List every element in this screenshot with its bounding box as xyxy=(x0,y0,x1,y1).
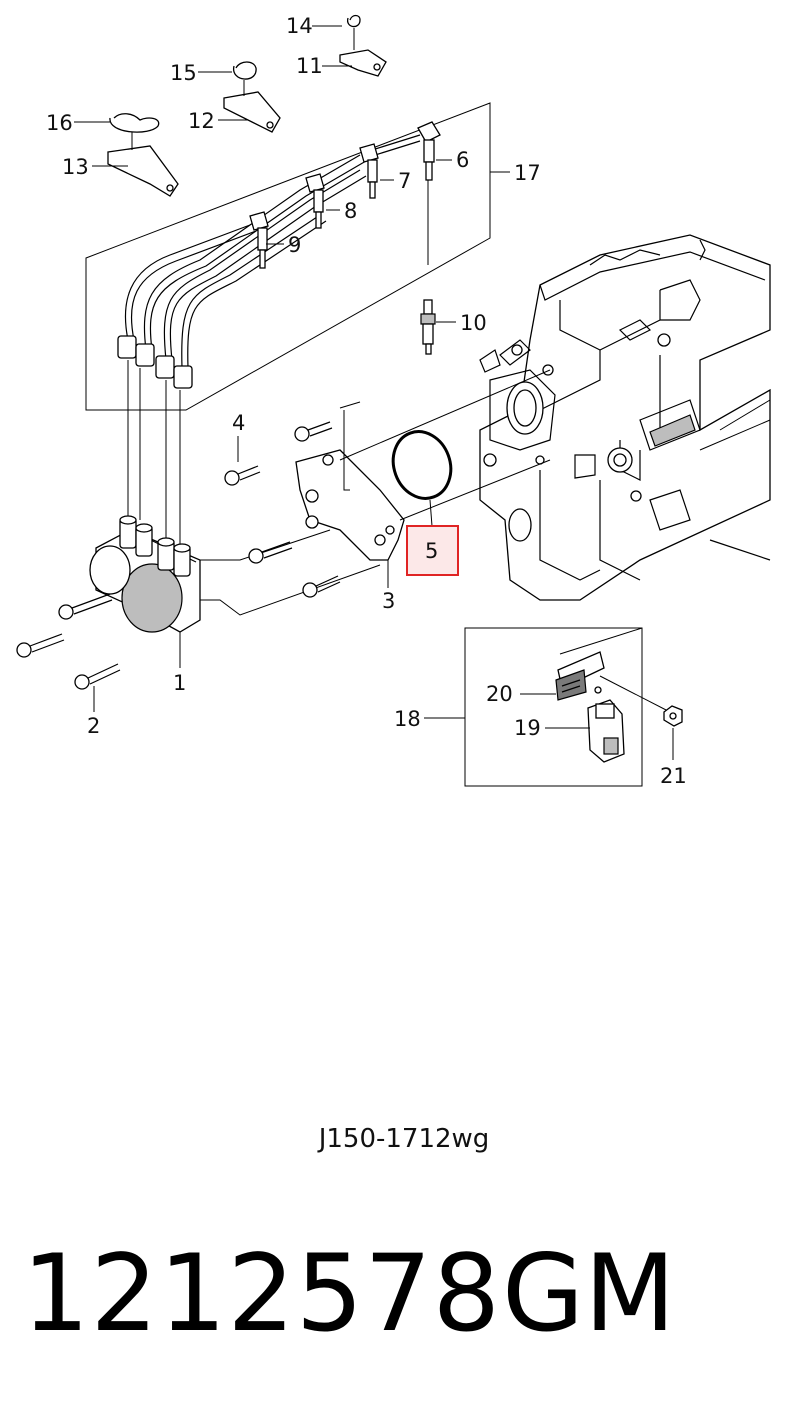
coil-bracket xyxy=(224,369,551,598)
ignition-wires xyxy=(117,121,441,545)
engine-block xyxy=(479,234,771,601)
spark-plug xyxy=(420,180,436,355)
callout-20: 20 xyxy=(486,682,513,706)
callout-5: 5 xyxy=(425,539,438,563)
callout-6: 6 xyxy=(456,148,469,172)
callout-15: 15 xyxy=(170,61,197,85)
callout-3: 3 xyxy=(382,589,395,613)
callout-12: 12 xyxy=(188,109,215,133)
callout-4: 4 xyxy=(232,411,245,435)
callout-17: 17 xyxy=(514,161,541,185)
o-ring xyxy=(391,430,453,527)
callout-7: 7 xyxy=(398,169,411,193)
diagram-code: J150-1712wg xyxy=(318,1124,490,1154)
callout-19: 19 xyxy=(514,716,541,740)
sensor-box xyxy=(424,627,683,787)
highlight-box xyxy=(406,525,459,576)
callout-14: 14 xyxy=(286,14,313,38)
callout-18: 18 xyxy=(394,707,421,731)
part-number: 1212578 xyxy=(22,1232,502,1355)
callout-8: 8 xyxy=(344,199,357,223)
callout-16: 16 xyxy=(46,111,73,135)
callout-10: 10 xyxy=(460,311,487,335)
exploded-parts-diagram: 14 11 15 12 16 13 6 17 7 8 9 10 4 5 3 1 … xyxy=(16,14,771,788)
bracket-11 xyxy=(339,14,387,77)
callout-11: 11 xyxy=(296,54,323,78)
bracket-12 xyxy=(223,61,281,133)
callout-2: 2 xyxy=(87,714,100,738)
callout-13: 13 xyxy=(62,155,89,179)
bracket-13 xyxy=(107,113,179,197)
coil-bolts xyxy=(16,593,121,712)
callout-1: 1 xyxy=(173,671,186,695)
callout-21: 21 xyxy=(660,764,687,788)
ignition-coil xyxy=(89,515,381,633)
brand-name: GM xyxy=(502,1232,676,1355)
leader-lines xyxy=(74,25,510,668)
callout-9: 9 xyxy=(288,233,301,257)
